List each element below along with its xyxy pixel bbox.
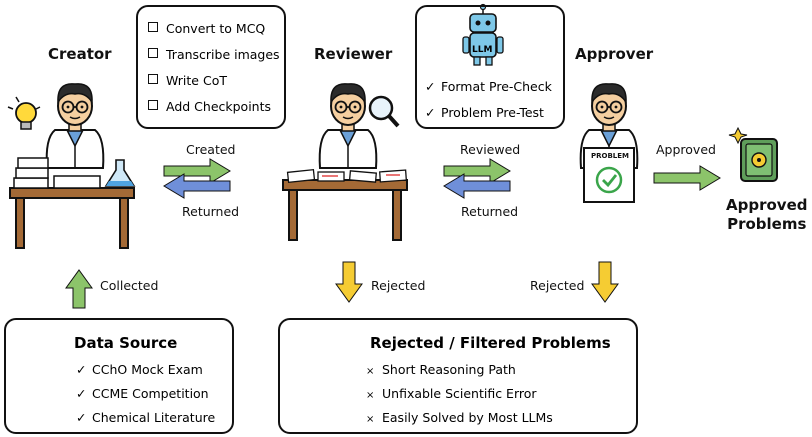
rejected-item: ×Short Reasoning Path <box>366 362 516 377</box>
returned-label-1: Returned <box>182 204 240 219</box>
magnifier-icon <box>368 95 400 128</box>
safe-icon <box>728 126 778 182</box>
problem-sheet <box>583 147 635 203</box>
reviewed-arrow <box>443 158 511 184</box>
precheck-item: ✓Problem Pre-Test <box>425 105 544 120</box>
data-source-title: Data Source <box>74 334 178 352</box>
checkbox-icon <box>148 100 158 110</box>
check-icon: ✓ <box>76 386 87 401</box>
checkbox-icon <box>148 74 158 84</box>
approved-label: Approved <box>656 142 716 157</box>
source-item: ✓CChO Mock Exam <box>76 362 203 377</box>
cross-icon: × <box>366 390 375 401</box>
role-creator: Creator <box>48 45 112 63</box>
flask-icon <box>104 159 136 187</box>
check-icon: ✓ <box>76 362 87 377</box>
approved-arrow <box>653 165 721 191</box>
returned-label-2: Returned <box>461 204 519 219</box>
source-item: ✓Chemical Literature <box>76 410 216 425</box>
returned-arrow-1 <box>163 173 231 199</box>
task-item: Add Checkpoints <box>148 99 271 114</box>
approver-figure <box>579 82 639 203</box>
task-item: Transcribe images <box>148 47 280 62</box>
llm-precheck-box: LLM ✓Format Pre-Check ✓Problem Pre-Test <box>415 5 565 129</box>
role-reviewer: Reviewer <box>314 45 393 63</box>
reviewer-figure <box>282 82 408 241</box>
rejected-box: Rejected / Filtered Problems ×Short Reas… <box>278 318 638 434</box>
rejected-arrow-2 <box>591 261 619 303</box>
problem-sheet-label: PROBLEM <box>591 152 630 160</box>
role-approver: Approver <box>575 45 654 63</box>
source-item: ✓CCME Competition <box>76 386 209 401</box>
rejected-title: Rejected / Filtered Problems <box>370 334 611 352</box>
data-source-box: Data Source ✓CChO Mock Exam ✓CCME Compet… <box>4 318 234 434</box>
check-icon: ✓ <box>425 105 436 120</box>
collected-label: Collected <box>100 278 159 293</box>
returned-arrow-2 <box>443 173 511 199</box>
task-item: Write CoT <box>148 73 227 88</box>
check-icon: ✓ <box>76 410 87 425</box>
llm-badge: LLM <box>472 45 493 55</box>
created-label: Created <box>186 142 236 157</box>
robot-icon <box>462 3 504 66</box>
checkbox-icon <box>148 22 158 32</box>
rejected-label-2: Rejected <box>530 278 585 293</box>
collected-arrow <box>65 269 93 309</box>
paper-stack-icon <box>13 157 49 189</box>
rejected-label-1: Rejected <box>371 278 426 293</box>
task-item: Convert to MCQ <box>148 21 265 36</box>
rejected-item: ×Unfixable Scientific Error <box>366 386 537 401</box>
creator-figure <box>7 82 136 249</box>
papers-spread-icon <box>286 168 408 184</box>
rejected-item: ×Easily Solved by Most LLMs <box>366 410 553 425</box>
approved-problems-label: Approved Problems <box>726 196 808 233</box>
checkbox-icon <box>148 48 158 58</box>
check-icon: ✓ <box>425 79 436 94</box>
created-arrow <box>163 158 231 184</box>
cross-icon: × <box>366 414 375 425</box>
cross-icon: × <box>366 366 375 377</box>
reviewed-label: Reviewed <box>460 142 521 157</box>
precheck-item: ✓Format Pre-Check <box>425 79 552 94</box>
lightbulb-icon <box>7 96 41 130</box>
creator-tasks-box: Convert to MCQ Transcribe images Write C… <box>136 5 286 129</box>
rejected-arrow-1 <box>335 261 363 303</box>
